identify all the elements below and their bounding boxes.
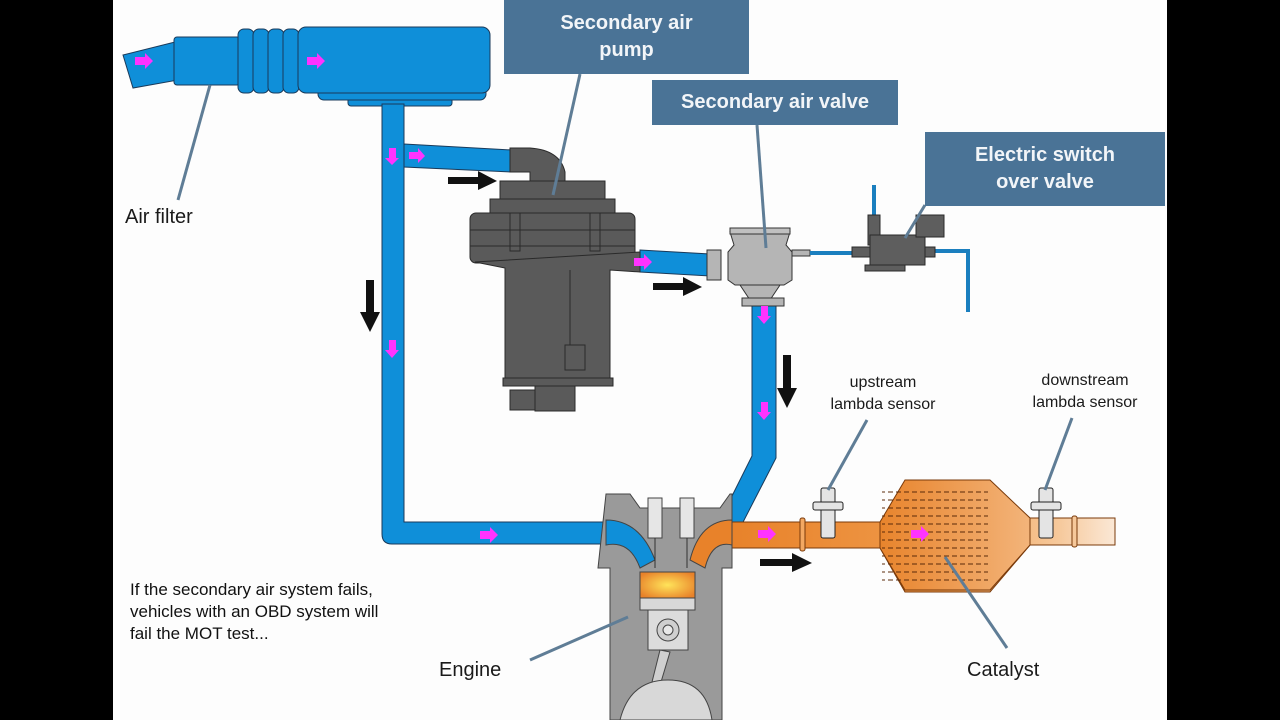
- system-illustration: [122, 26, 1116, 720]
- secondary-air-valve: [706, 227, 811, 307]
- secondary-air-pump: [469, 147, 641, 412]
- callout-electric-switch-over-valve: Electric switch over valve: [925, 132, 1165, 206]
- pipe-clamp: [1071, 515, 1078, 548]
- leader-lines: [176, 73, 1074, 662]
- mot-note: If the secondary air system fails, vehic…: [130, 580, 379, 643]
- flow-arrow-down: [777, 355, 797, 408]
- flow-arrow-right: [448, 171, 497, 190]
- callout-secondary-air-pump: Secondary air pump: [504, 0, 749, 74]
- label-air-filter: Air filter: [125, 206, 193, 228]
- label-downstream-lambda-sensor: downstream lambda sensor: [1032, 372, 1138, 411]
- flow-arrow-right: [653, 277, 702, 296]
- diagram-canvas: Secondary air pump Secondary air valve E…: [113, 0, 1167, 720]
- downstream-lambda-sensor: [1030, 487, 1062, 539]
- engine: [597, 493, 733, 720]
- flow-markers: [135, 53, 929, 543]
- flow-arrow-right: [760, 553, 812, 572]
- callout-secondary-air-valve: Secondary air valve: [652, 80, 898, 125]
- catalyst: [879, 479, 1031, 591]
- air-pipe: [381, 103, 777, 545]
- label-catalyst: Catalyst: [967, 659, 1040, 681]
- label-upstream-lambda-sensor: upstream lambda sensor: [830, 374, 936, 413]
- pipe-clamp: [799, 517, 806, 552]
- vacuum-line: [810, 185, 970, 312]
- label-engine: Engine: [439, 659, 502, 681]
- flow-arrows: [360, 171, 812, 572]
- flow-arrow-down: [360, 280, 380, 332]
- air-filter: [122, 26, 491, 107]
- electric-switch-over-valve: [851, 214, 945, 272]
